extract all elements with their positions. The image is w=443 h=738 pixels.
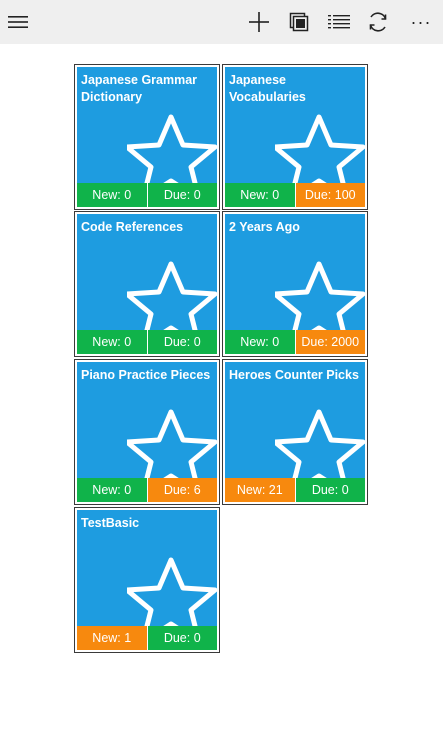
deck-tile-2[interactable]: Japanese Vocabularies New: 0 Due: 100 xyxy=(222,64,368,210)
new-count-badge: New: 1 xyxy=(77,626,147,650)
new-count-badge: New: 0 xyxy=(225,183,295,207)
new-count-badge: New: 0 xyxy=(77,330,147,354)
more-options-button[interactable]: ··· xyxy=(410,12,432,32)
deck-tile-5[interactable]: Piano Practice Pieces New: 0 Due: 6 xyxy=(74,359,220,505)
hamburger-menu-button[interactable] xyxy=(2,6,34,38)
due-count-badge: Due: 0 xyxy=(146,626,217,650)
deck-title: Heroes Counter Picks xyxy=(229,368,359,382)
due-count-badge: Due: 0 xyxy=(294,478,365,502)
deck-stats: New: 0 Due: 100 xyxy=(225,183,365,207)
star-icon xyxy=(127,261,217,349)
deck-title: TestBasic xyxy=(81,516,140,530)
star-icon xyxy=(275,409,365,497)
deck-title: Japanese Vocabularies xyxy=(229,73,306,104)
list-view-button[interactable] xyxy=(323,6,355,38)
top-app-bar: ··· xyxy=(0,0,443,44)
deck-stats: New: 0 Due: 6 xyxy=(77,478,217,502)
copy-icon xyxy=(289,12,309,32)
deck-stats: New: 0 Due: 0 xyxy=(77,183,217,207)
star-icon xyxy=(127,557,217,645)
due-count-badge: Due: 0 xyxy=(146,330,217,354)
sync-button[interactable] xyxy=(362,6,394,38)
list-icon xyxy=(328,15,350,29)
star-icon xyxy=(275,261,365,349)
due-count-badge: Due: 0 xyxy=(146,183,217,207)
deck-tile-1[interactable]: Japanese Grammar Dictionary New: 0 Due: … xyxy=(74,64,220,210)
star-icon xyxy=(127,409,217,497)
due-count-badge: Due: 6 xyxy=(146,478,217,502)
deck-stats: New: 1 Due: 0 xyxy=(77,626,217,650)
plus-icon xyxy=(249,12,269,32)
new-count-badge: New: 0 xyxy=(225,330,295,354)
deck-title: Piano Practice Pieces xyxy=(81,368,211,382)
due-count-badge: Due: 100 xyxy=(294,183,365,207)
deck-tile-4[interactable]: 2 Years Ago New: 0 Due: 2000 xyxy=(222,211,368,357)
deck-title: Japanese Grammar Dictionary xyxy=(81,73,198,104)
deck-tile-6[interactable]: Heroes Counter Picks New: 21 Due: 0 xyxy=(222,359,368,505)
sync-icon xyxy=(369,12,387,32)
new-count-badge: New: 0 xyxy=(77,478,147,502)
star-icon xyxy=(275,114,365,202)
add-deck-button[interactable] xyxy=(243,6,275,38)
new-count-badge: New: 0 xyxy=(77,183,147,207)
deck-title: Code References xyxy=(81,220,184,234)
deck-stats: New: 0 Due: 0 xyxy=(77,330,217,354)
deck-title: 2 Years Ago xyxy=(229,220,300,234)
due-count-badge: Due: 2000 xyxy=(294,330,365,354)
deck-tile-3[interactable]: Code References New: 0 Due: 0 xyxy=(74,211,220,357)
hamburger-icon xyxy=(8,16,28,28)
new-count-badge: New: 21 xyxy=(225,478,295,502)
star-icon xyxy=(127,114,217,202)
deck-stats: New: 21 Due: 0 xyxy=(225,478,365,502)
deck-stats: New: 0 Due: 2000 xyxy=(225,330,365,354)
import-button[interactable] xyxy=(283,6,315,38)
deck-tile-7[interactable]: TestBasic New: 1 Due: 0 xyxy=(74,507,220,653)
